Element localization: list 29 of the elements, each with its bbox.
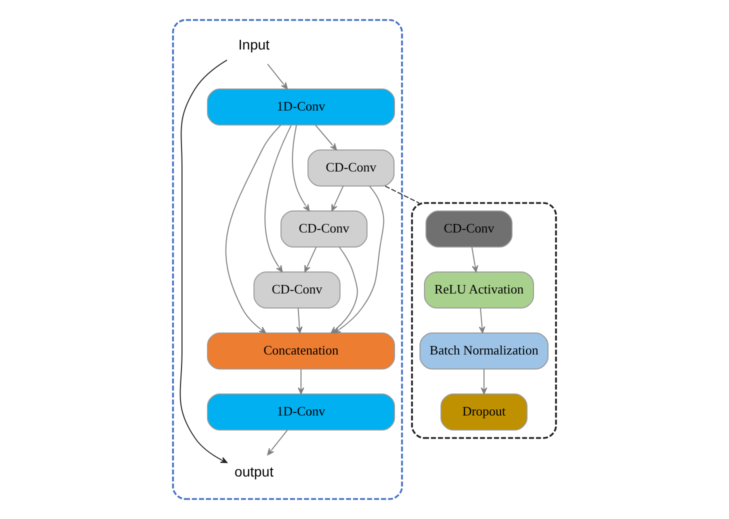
arrow (296, 308, 303, 334)
arrow (331, 186, 344, 212)
node-box: CD-Conv (426, 210, 512, 248)
arrow (304, 246, 317, 272)
arrow (267, 430, 288, 456)
node-box: CD-Conv (280, 210, 368, 248)
arrow (314, 124, 337, 150)
node-box: ReLU Activation (424, 272, 534, 308)
arrow (180, 60, 228, 464)
cluster (172, 19, 403, 500)
node-box: 1D-Conv (207, 88, 395, 126)
arrow (225, 124, 282, 334)
node-box: CD-Conv (254, 272, 340, 308)
node-box: Dropout (440, 394, 528, 430)
node-text: Input (238, 36, 270, 53)
arrow (264, 124, 292, 272)
cluster (411, 202, 557, 439)
arrow (471, 246, 478, 272)
arrow (298, 368, 304, 394)
node-box: Batch Normalization (420, 332, 548, 370)
arrow (292, 124, 310, 212)
node-box: CD-Conv (308, 150, 394, 186)
arrow (267, 64, 288, 90)
node-text: output (234, 464, 274, 480)
connector (384, 186, 420, 204)
node-box: Concatenation (207, 332, 395, 370)
arrow (478, 308, 486, 334)
node-box: 1D-Conv (207, 394, 395, 430)
arrow (480, 368, 488, 394)
